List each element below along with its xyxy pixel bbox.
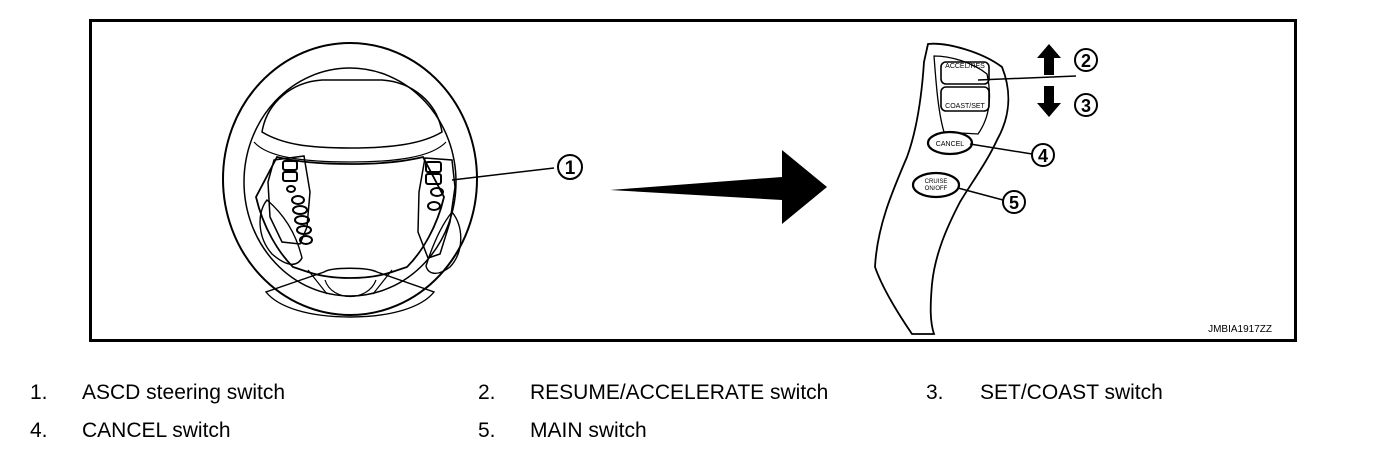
legend-number-2: 2. xyxy=(478,381,496,404)
callout-1-leader xyxy=(451,167,555,181)
callout-3-label: 3 xyxy=(1081,96,1091,116)
cruise-label-line1: CRUISE xyxy=(925,179,948,185)
right-switch-b xyxy=(425,173,442,185)
callout-3-circle xyxy=(1074,93,1098,117)
callout-4-circle xyxy=(1031,143,1055,167)
legend-text-5: MAIN switch xyxy=(530,419,647,442)
figure-code: JMBIA1917ZZ xyxy=(1208,324,1272,335)
wheel-hub xyxy=(255,155,445,279)
wheel-lower-edge xyxy=(307,269,393,295)
cruise-label-line2: ON/OFF xyxy=(925,186,948,192)
left-switch-c xyxy=(286,185,296,193)
legend-number-3: 3. xyxy=(926,381,944,404)
diagram-frame: 1 ACCEL/RES COAST/SET CANCEL CRUISE ON/O… xyxy=(89,19,1297,342)
callout-4-label: 4 xyxy=(1038,146,1048,166)
right-switch-a xyxy=(425,161,442,173)
down-arrow-icon xyxy=(1037,86,1061,117)
callout-1-label: 1 xyxy=(565,158,576,179)
wheel-lower-trim xyxy=(324,279,377,298)
right-switch-c xyxy=(430,187,444,197)
callout-5-circle xyxy=(1002,190,1026,214)
left-switch-e xyxy=(292,205,308,215)
right-side-pad xyxy=(425,210,462,274)
wheel-lower-cover xyxy=(264,267,436,318)
callout-2-leader xyxy=(977,75,1077,81)
steering-wheel xyxy=(222,42,478,318)
wheel-upper-edge xyxy=(253,141,447,163)
callout-2-circle xyxy=(1074,48,1098,72)
left-side-pad xyxy=(259,199,303,265)
cruise-main-switch xyxy=(911,171,961,199)
right-switch-d xyxy=(427,201,441,211)
diagram-canvas: 1 ACCEL/RES COAST/SET CANCEL CRUISE ON/O… xyxy=(222,42,1272,335)
callout-5-label: 5 xyxy=(1009,193,1019,213)
legend-number-1: 1. xyxy=(30,381,48,404)
switch-housing xyxy=(874,42,1010,335)
wheel-upper-cover xyxy=(261,79,443,149)
callout-1-circle xyxy=(557,154,583,180)
left-switch-d xyxy=(291,195,305,205)
legend-text-4: CANCEL switch xyxy=(82,419,231,442)
direction-arrow xyxy=(610,150,827,224)
accel-res-label: ACCEL/RES xyxy=(945,63,985,70)
right-switch-panel xyxy=(417,157,456,259)
callout-5-leader xyxy=(957,187,1004,201)
cancel-switch xyxy=(926,130,974,156)
switch-detail: ACCEL/RES COAST/SET CANCEL CRUISE ON/OFF xyxy=(874,42,1010,335)
legend-text-3: SET/COAST switch xyxy=(980,381,1163,404)
left-switch-h xyxy=(299,235,313,245)
coast-set-label: COAST/SET xyxy=(945,103,985,110)
left-switch-a xyxy=(282,160,298,171)
cancel-switch-label: CANCEL xyxy=(936,141,965,148)
callout-2-label: 2 xyxy=(1081,51,1091,71)
left-switch-f xyxy=(294,215,310,225)
accel-res-switch xyxy=(940,61,990,85)
up-arrow-icon xyxy=(1037,44,1061,75)
legend-number-5: 5. xyxy=(478,419,496,442)
legend-number-4: 4. xyxy=(30,419,48,442)
wheel-rim-outer xyxy=(222,42,478,316)
left-switch-panel xyxy=(267,155,311,245)
left-switch-g xyxy=(296,225,312,235)
coast-set-switch xyxy=(940,86,990,112)
left-switch-b xyxy=(282,171,298,182)
legend-text-2: RESUME/ACCELERATE switch xyxy=(530,381,829,404)
callout-4-leader xyxy=(969,143,1033,155)
legend-text-1: ASCD steering switch xyxy=(82,381,286,404)
